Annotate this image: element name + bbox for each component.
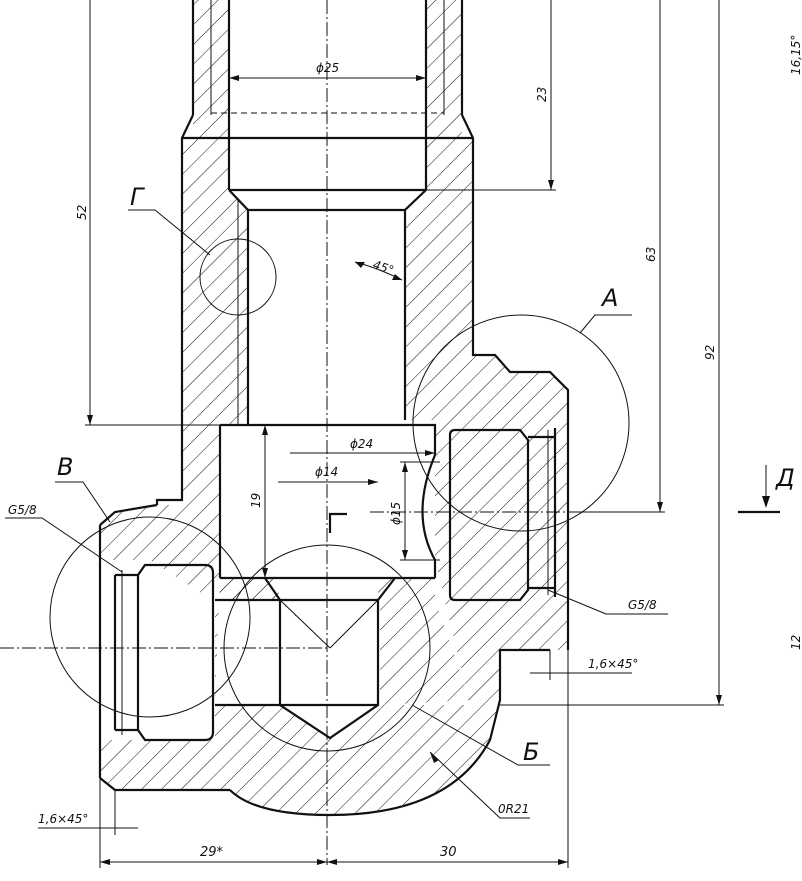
dim-52: 52: [75, 205, 89, 220]
dimension-lines: [5, 0, 780, 868]
dim-23: 23: [535, 87, 549, 102]
dim-63: 63: [644, 247, 658, 262]
radius-label: 0R21: [498, 802, 529, 816]
section-labels: Г А В Б Д: [57, 183, 795, 766]
section-label-v: В: [57, 453, 73, 481]
section-label-b: Б: [523, 738, 539, 766]
section-label-g: Г: [130, 183, 145, 211]
arrowheads: [87, 75, 770, 865]
dim-dia-14: ϕ14: [315, 465, 338, 479]
chamfer-left: 1,6×45°: [38, 812, 88, 826]
chamfer-right: 1,6×45°: [588, 657, 638, 671]
dim-dia-15: ϕ15: [389, 502, 403, 525]
view-label-d: Д: [775, 464, 795, 492]
edge-label-mid: 12: [789, 635, 802, 650]
dim-dia-25: ϕ25: [316, 61, 339, 75]
thread-left: G5/8: [8, 503, 37, 517]
dim-19: 19: [249, 493, 263, 508]
dim-30: 30: [440, 845, 457, 860]
dim-dia-24: ϕ24: [350, 437, 373, 451]
thread-right: G5/8: [628, 598, 657, 612]
detail-circles: [49, 238, 630, 752]
section-hatching: [100, 0, 568, 815]
dim-92: 92: [703, 345, 717, 360]
dim-29: 29*: [200, 845, 224, 860]
dimension-labels: ϕ25 23 52 45° 63 92 ϕ24 ϕ14 ϕ15 19 G5/8 …: [8, 35, 802, 860]
edge-label-top: 16,15°: [789, 35, 802, 75]
dim-angle-45: 45°: [371, 258, 396, 278]
section-label-a: А: [600, 284, 618, 312]
